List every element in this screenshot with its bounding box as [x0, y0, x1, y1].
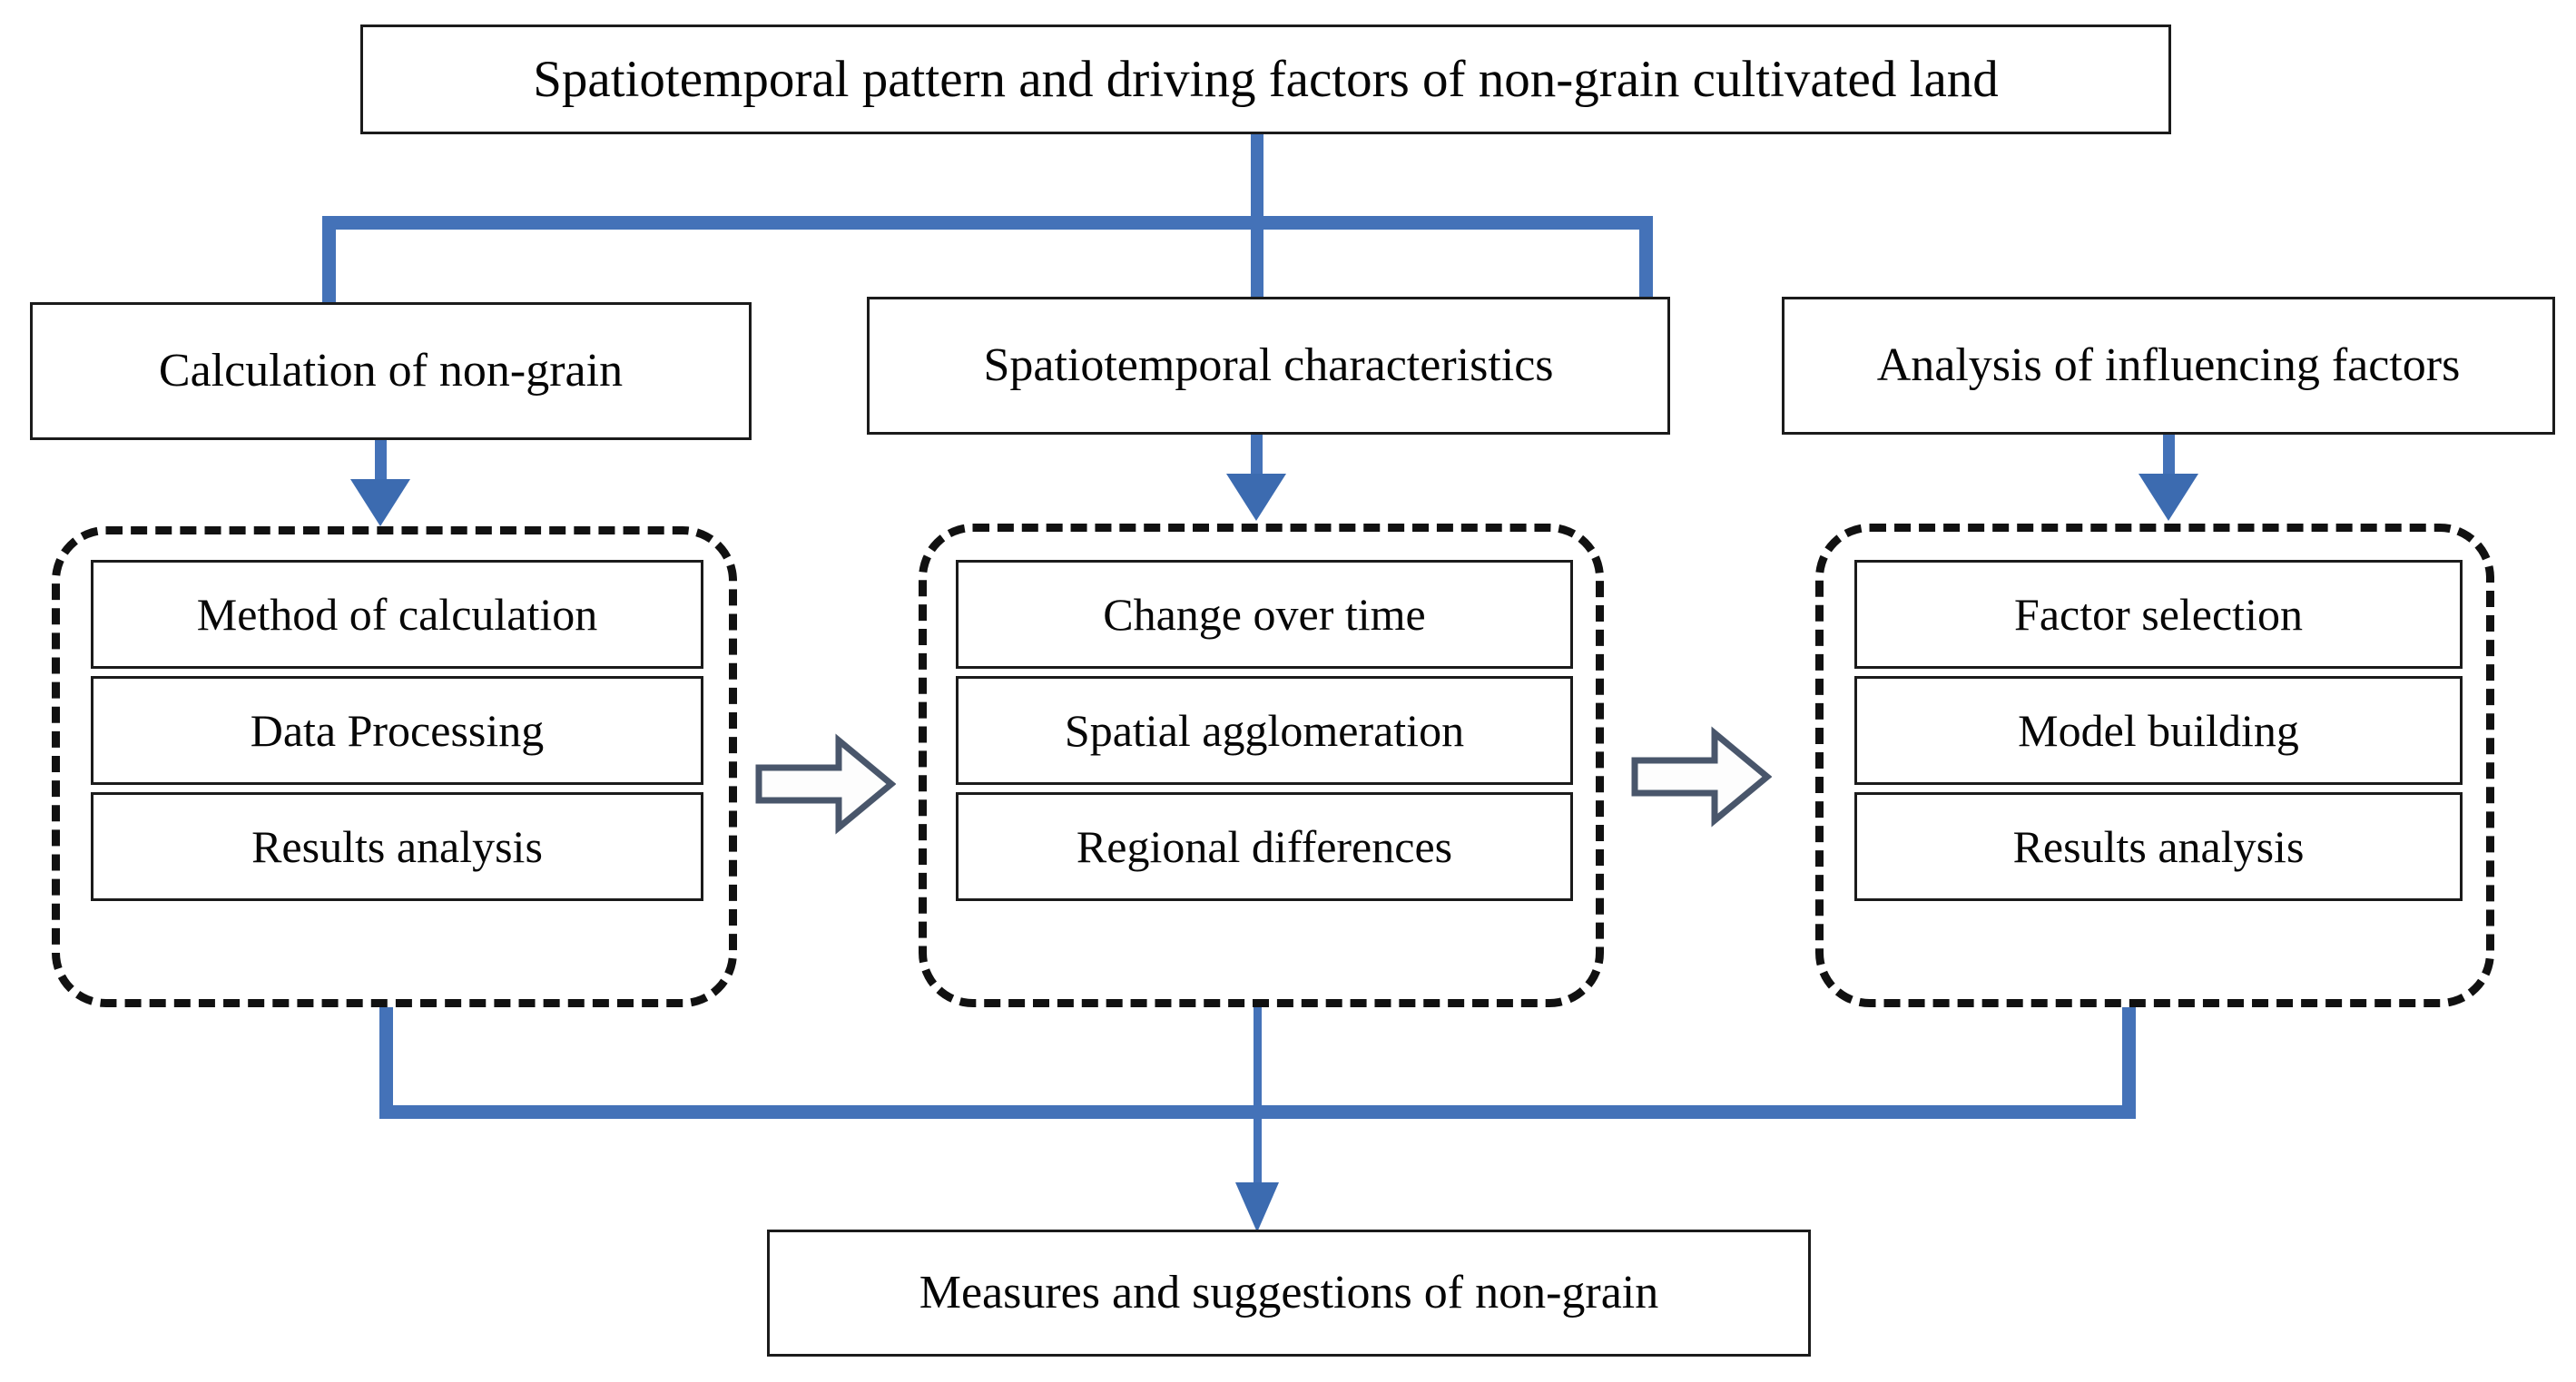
connector-top-distribution-bar	[322, 216, 1653, 230]
title-box: Spatiotemporal pattern and driving facto…	[360, 25, 2171, 134]
connector-top-drop-left	[322, 216, 336, 312]
arrowhead-stage1-to-cluster1	[350, 479, 410, 526]
cluster-item-factor-selection: Factor selection	[1854, 560, 2463, 669]
block-arrow-cluster2-to-cluster3	[1631, 726, 1772, 828]
connector-top-drop-middle	[1251, 216, 1263, 307]
cluster-item-spatial-agglomeration: Spatial agglomeration	[956, 676, 1573, 785]
cluster-spatiotemporal	[919, 524, 1604, 1007]
arrowhead-stage3-to-cluster3	[2138, 474, 2198, 521]
block-arrow-cluster1-to-cluster2	[755, 733, 896, 835]
connector-stage1-to-cluster1	[375, 440, 387, 491]
cluster-item-change-over-time: Change over time	[956, 560, 1573, 669]
connector-cluster3-down	[2122, 1007, 2136, 1118]
cluster-item-method-of-calculation: Method of calculation	[91, 560, 703, 669]
connector-cluster2-down-to-outcome	[1254, 1007, 1262, 1209]
cluster-item-results-analysis-left: Results analysis	[91, 792, 703, 901]
cluster-calculation	[52, 526, 737, 1007]
cluster-item-data-processing: Data Processing	[91, 676, 703, 785]
cluster-item-results-analysis-right: Results analysis	[1854, 792, 2463, 901]
outcome-box: Measures and suggestions of non-grain	[767, 1230, 1811, 1357]
cluster-item-model-building: Model building	[1854, 676, 2463, 785]
connector-stage2-to-cluster2	[1251, 435, 1263, 485]
connector-top-drop-right	[1639, 216, 1653, 307]
connector-cluster1-down	[379, 1007, 393, 1118]
arrowhead-stage2-to-cluster2	[1226, 474, 1286, 521]
arrowhead-to-outcome-box	[1235, 1182, 1279, 1232]
connector-title-stem	[1251, 134, 1263, 229]
connector-stage3-to-cluster3	[2163, 435, 2175, 485]
cluster-influencing-factors	[1815, 524, 2494, 1007]
stage-box-spatiotemporal: Spatiotemporal characteristics	[867, 297, 1670, 435]
cluster-item-regional-differences: Regional differences	[956, 792, 1573, 901]
stage-box-calculation: Calculation of non-grain	[30, 302, 752, 440]
stage-box-influencing-factors: Analysis of influencing factors	[1782, 297, 2555, 435]
